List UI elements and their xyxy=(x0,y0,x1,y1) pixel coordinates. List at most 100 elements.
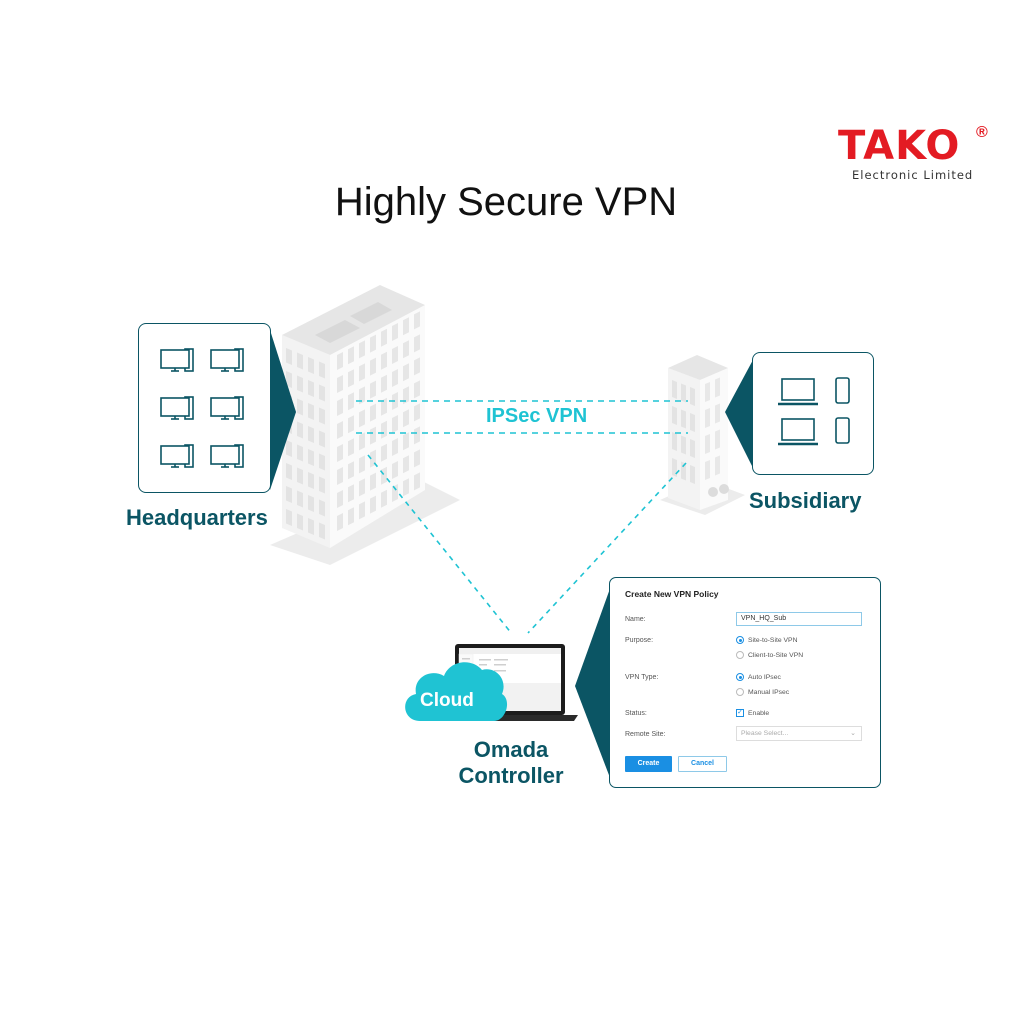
window xyxy=(392,369,398,387)
window xyxy=(359,501,365,520)
window xyxy=(705,408,710,428)
window xyxy=(370,357,376,376)
status-label: Status: xyxy=(625,710,647,717)
purpose-label: Purpose: xyxy=(625,637,654,644)
window xyxy=(319,476,325,494)
window xyxy=(403,363,409,382)
window xyxy=(414,472,420,491)
window xyxy=(308,426,314,443)
window xyxy=(414,311,420,330)
window xyxy=(690,387,695,406)
window xyxy=(370,495,376,514)
window xyxy=(681,383,686,403)
window xyxy=(337,467,343,485)
remote-site-placeholder: Please Select... xyxy=(741,730,789,737)
omada-label-line1: Omada xyxy=(473,737,549,762)
page-title: Highly Secure VPN xyxy=(334,180,678,224)
window xyxy=(690,413,695,432)
window xyxy=(297,467,303,485)
window xyxy=(337,421,343,439)
window xyxy=(370,472,376,491)
window xyxy=(381,489,387,508)
window xyxy=(381,351,387,370)
desktop-computer-icon xyxy=(160,396,194,420)
hq-to-controller-line xyxy=(367,454,513,635)
window xyxy=(337,490,343,508)
checkbox-checked-icon[interactable]: ✓ xyxy=(736,709,744,717)
window xyxy=(286,348,292,365)
window xyxy=(414,380,420,399)
omada-label-line2: Controller xyxy=(458,763,564,788)
option-label: Site-to-Site VPN xyxy=(748,636,798,644)
radio-selected-icon[interactable] xyxy=(736,636,744,644)
window xyxy=(690,465,695,484)
window xyxy=(337,398,343,416)
window xyxy=(308,472,314,489)
vpn-type-option-manual[interactable]: Manual IPsec xyxy=(736,688,789,696)
sub-card-pointer xyxy=(725,358,754,470)
window xyxy=(370,426,376,445)
window xyxy=(381,443,387,462)
cancel-button[interactable]: Cancel xyxy=(678,756,727,772)
window xyxy=(672,380,677,399)
window xyxy=(705,382,710,402)
form-title: Create New VPN Policy xyxy=(625,589,719,599)
window xyxy=(370,380,376,399)
hq-roof-vent-2 xyxy=(350,302,392,324)
headquarters-device-card xyxy=(138,323,271,493)
window xyxy=(414,357,420,376)
window xyxy=(392,323,398,341)
brand-tagline: Electronic Limited xyxy=(852,168,974,182)
window xyxy=(348,369,354,388)
headquarters-label: Headquarters xyxy=(126,505,268,530)
window xyxy=(381,328,387,347)
window xyxy=(286,440,292,457)
vpn-type-option-auto[interactable]: Auto IPsec xyxy=(736,673,781,681)
window xyxy=(297,513,303,531)
subsidiary-devices xyxy=(778,377,850,446)
radio-unselected-icon[interactable] xyxy=(736,651,744,659)
window xyxy=(715,377,720,398)
remote-site-label: Remote Site: xyxy=(625,731,666,738)
window xyxy=(672,432,677,451)
create-button[interactable]: Create xyxy=(625,756,672,772)
purpose-option-site-to-site[interactable]: Site-to-Site VPN xyxy=(736,636,797,644)
window xyxy=(319,384,325,402)
window xyxy=(381,420,387,439)
window xyxy=(715,403,720,424)
window xyxy=(297,398,303,416)
window xyxy=(286,509,292,526)
window xyxy=(348,484,354,503)
registered-mark: ® xyxy=(976,124,988,141)
hq-building-roof xyxy=(282,285,425,355)
name-label: Name: xyxy=(625,616,646,623)
headquarters-devices xyxy=(160,348,244,468)
window xyxy=(681,409,686,429)
window xyxy=(403,340,409,359)
window xyxy=(403,455,409,474)
window xyxy=(414,334,420,353)
radio-unselected-icon[interactable] xyxy=(736,688,744,696)
window xyxy=(715,429,720,450)
window xyxy=(359,455,365,474)
hq-building-windows xyxy=(286,311,420,540)
window xyxy=(705,460,710,480)
radio-selected-icon[interactable] xyxy=(736,673,744,681)
status-enable-checkbox[interactable]: ✓ Enable xyxy=(736,709,769,717)
policy-card-pointer xyxy=(575,583,612,783)
window xyxy=(705,434,710,454)
desktop-computer-icon xyxy=(210,348,244,372)
window xyxy=(319,453,325,471)
remote-site-select[interactable]: Please Select... ⌄ xyxy=(736,726,862,741)
window xyxy=(319,522,325,540)
window xyxy=(359,340,365,359)
tree-1 xyxy=(708,487,718,497)
name-input[interactable]: VPN_HQ_Sub xyxy=(736,612,862,626)
window xyxy=(392,415,398,433)
phone-icon xyxy=(835,377,850,404)
purpose-option-client-to-site[interactable]: Client-to-Site VPN xyxy=(736,651,803,659)
window xyxy=(308,449,314,466)
chevron-down-icon: ⌄ xyxy=(850,730,856,737)
window xyxy=(690,439,695,458)
